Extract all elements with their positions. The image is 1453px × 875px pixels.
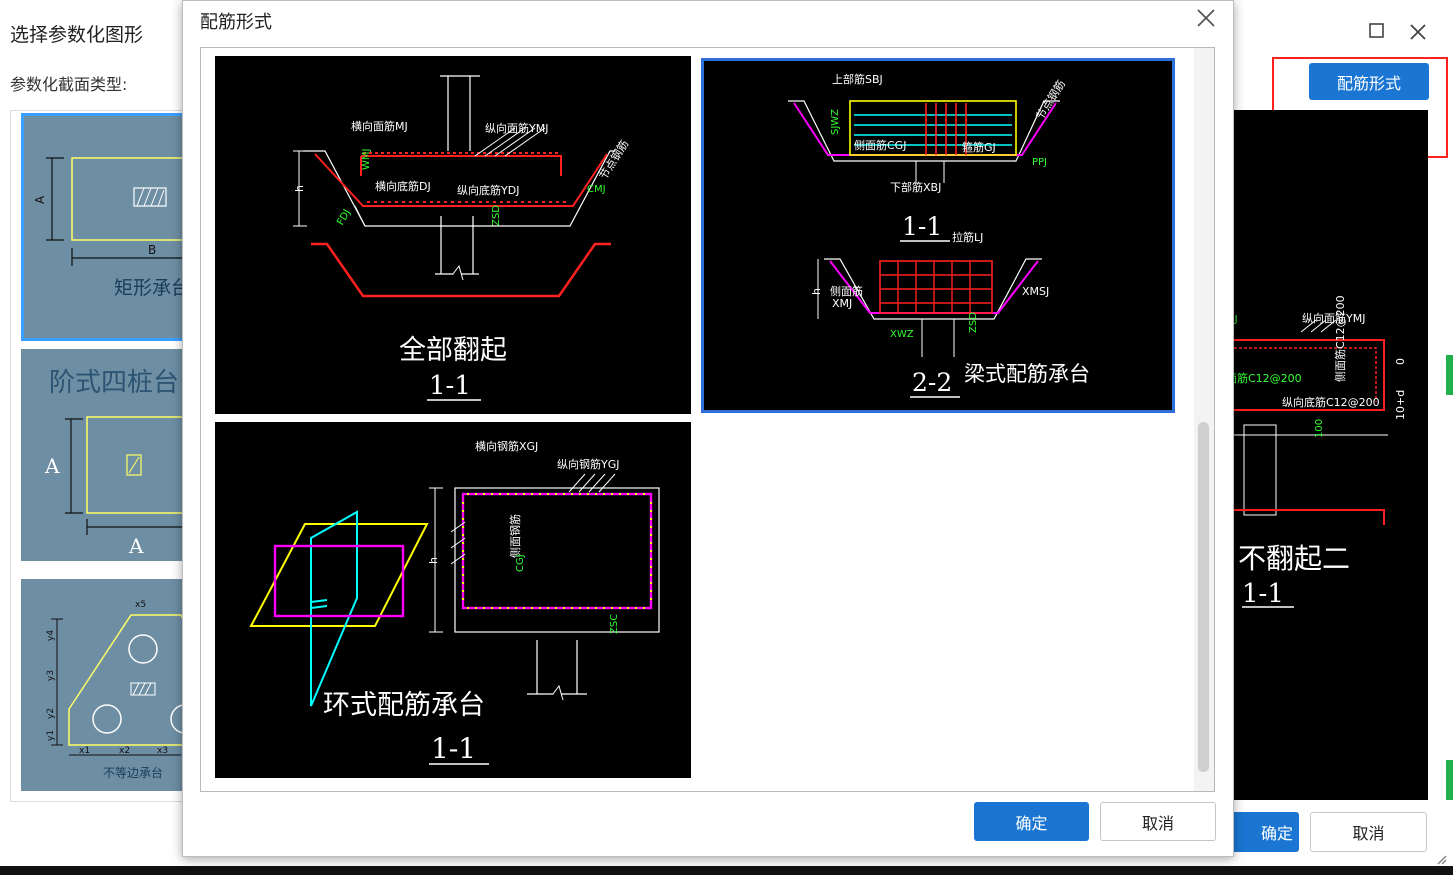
- thumbnail-rectangular-cap[interactable]: A B 矩形承台: [21, 113, 185, 341]
- green-edge-marker: [1446, 760, 1453, 800]
- dim-a-label: A: [33, 195, 47, 204]
- close-icon[interactable]: [1195, 7, 1217, 29]
- taskbar-strip: [0, 866, 1453, 875]
- label-top-bar: 上部筋SBJ: [832, 72, 883, 86]
- x1-label: x1: [79, 746, 90, 756]
- background-cancel-button[interactable]: 取消: [1310, 812, 1427, 852]
- preview-caption: 不翻起二: [1238, 542, 1350, 575]
- label-heng-di: 横向底筋DJ: [375, 179, 431, 193]
- label-ppj: PPJ: [1032, 157, 1047, 168]
- cancel-button[interactable]: 取消: [1100, 802, 1216, 841]
- preview-label-face: 面筋C12@200: [1226, 371, 1302, 385]
- dim-a-label: A: [44, 454, 60, 478]
- label-xmsj: XMSJ: [1022, 285, 1049, 298]
- option-caption: 全部翻起: [399, 335, 507, 366]
- y1-label: y1: [46, 730, 56, 741]
- dim-a-label-bottom: A: [128, 534, 144, 558]
- dim-b-label: B: [148, 243, 156, 257]
- x3-label: x3: [157, 746, 168, 756]
- close-icon[interactable]: [1406, 20, 1430, 44]
- preview-label-left: 100: [1314, 419, 1325, 438]
- label-zsc: ZSC: [609, 614, 620, 634]
- label-side-bar: 侧面筋CGJ: [854, 138, 906, 152]
- section-type-list[interactable]: A B 矩形承台 阶式四桩台 A A: [10, 110, 185, 802]
- preview-label-right-top: 0: [1394, 358, 1407, 365]
- green-edge-marker: [1446, 355, 1453, 395]
- option-section: 2-2: [912, 368, 952, 397]
- label-h: h: [427, 557, 440, 564]
- scrollbar-thumb[interactable]: [1198, 422, 1209, 772]
- section-type-label: 参数化截面类型:: [10, 75, 128, 94]
- preview-canvas: 纵向面筋YMJ MJ 面筋C12@200 纵向底筋C12@200 侧面筋C12@…: [1226, 110, 1428, 800]
- option-section: 1-1: [431, 732, 476, 765]
- label-zong-mian: 纵向面筋YMJ: [485, 121, 548, 135]
- label-cmj: CMJ: [587, 184, 606, 195]
- maximize-icon[interactable]: [1366, 20, 1388, 42]
- label-xmj: XMJ: [832, 297, 852, 310]
- thumbnail-stepped-four-pile-cap[interactable]: 阶式四桩台 A A: [21, 349, 184, 561]
- window-title: 选择参数化图形: [10, 24, 144, 46]
- option-caption: 梁式配筋承台: [964, 362, 1090, 386]
- options-panel: 横向面筋MJ 纵向面筋YMJ 横向底筋DJ 纵向底筋YDJ 节点钢筋 CMJ W…: [200, 47, 1215, 792]
- label-heng-gang: 横向钢筋XGJ: [475, 439, 538, 453]
- option-ring-type-cap[interactable]: 横向钢筋XGJ 纵向钢筋YGJ 侧面钢筋 CGJ h ZSC 环式配筋承台 1-…: [215, 422, 691, 778]
- label-jie-dian: 节点钢筋: [1033, 77, 1068, 122]
- label-fdj: FDJ: [335, 208, 353, 228]
- y3-label: y3: [46, 670, 56, 681]
- label-h: h: [810, 288, 823, 295]
- preview-label-bottom: 纵向底筋C12@200: [1282, 395, 1380, 409]
- dialog-title: 配筋形式: [200, 12, 272, 33]
- label-cgj: CGJ: [515, 554, 526, 572]
- all-bent-up-drawing: 横向面筋MJ 纵向面筋YMJ 横向底筋DJ 纵向底筋YDJ 节点钢筋 CMJ W…: [293, 75, 631, 401]
- thumbnail-label: 矩形承台: [114, 277, 185, 299]
- background-ok-button[interactable]: 确定: [1226, 812, 1299, 852]
- option-all-bent-up[interactable]: 横向面筋MJ 纵向面筋YMJ 横向底筋DJ 纵向底筋YDJ 节点钢筋 CMJ W…: [215, 56, 691, 414]
- stepped-cap-diagram: 阶式四桩台 A A: [44, 368, 184, 558]
- label-zong-gang: 纵向钢筋YGJ: [557, 457, 620, 471]
- rect-cap-diagram: A B 矩形承台: [33, 157, 185, 299]
- thumbnail-unequal-cap[interactable]: x1 x2 x3 x5 y4 y3 y2 y1 不等边承台: [21, 579, 184, 791]
- x5-label: x5: [135, 600, 146, 610]
- ok-button[interactable]: 确定: [974, 802, 1089, 841]
- label-ce-mian: 侧面钢筋: [508, 514, 522, 558]
- label-h: h: [293, 185, 306, 192]
- preview-label-side: 侧面筋C12@200: [1333, 295, 1347, 382]
- preview-label-right: 10+d: [1394, 390, 1407, 420]
- label-xwz: XWZ: [890, 329, 914, 340]
- reinforcement-form-button[interactable]: 配筋形式: [1309, 63, 1429, 100]
- x2-label: x2: [119, 746, 130, 756]
- label-heng-mian: 横向面筋MJ: [351, 119, 408, 133]
- label-jie-dian: 节点钢筋: [596, 137, 631, 182]
- option-caption: 环式配筋承台: [323, 690, 485, 721]
- ring-type-drawing: 横向钢筋XGJ 纵向钢筋YGJ 侧面钢筋 CGJ h ZSC 环式配筋承台 1-…: [249, 439, 660, 765]
- label-sjwz: SJWZ: [830, 109, 841, 135]
- label-stirrup: 箍筋GJ: [962, 140, 996, 154]
- reinforcement-form-dialog: 配筋形式 横: [182, 0, 1234, 857]
- thumbnail-label: 不等边承台: [103, 765, 163, 780]
- beam-type-drawing: 上部筋SBJ 侧面筋CGJ 箍筋GJ 下部筋XBJ PPJ 节点钢筋 SJWZ …: [788, 72, 1090, 398]
- y2-label: y2: [46, 708, 56, 719]
- option-beam-type-cap[interactable]: 上部筋SBJ 侧面筋CGJ 箍筋GJ 下部筋XBJ PPJ 节点钢筋 SJWZ …: [701, 58, 1175, 413]
- y4-label: y4: [46, 630, 56, 641]
- label-bottom-bar: 下部筋XBJ: [890, 180, 941, 194]
- label-xmj-side: 侧面筋: [830, 284, 863, 298]
- thumbnail-label: 阶式四桩台: [49, 368, 179, 398]
- vertical-scrollbar[interactable]: [1194, 48, 1214, 791]
- label-zong-di: 纵向底筋YDJ: [457, 183, 519, 197]
- resize-grip-icon[interactable]: [1434, 852, 1448, 866]
- label-zsd: ZSD: [491, 205, 502, 226]
- option-section: 1-1: [429, 371, 471, 401]
- unequal-cap-diagram: x1 x2 x3 x5 y4 y3 y2 y1 不等边承台: [46, 600, 184, 780]
- option-section-top: 1-1: [902, 212, 942, 241]
- preview-section: 1-1: [1242, 579, 1284, 609]
- preview-label-top: 纵向面筋YMJ: [1302, 311, 1365, 325]
- label-zsd: ZSD: [968, 312, 979, 333]
- label-wmj: WMJ: [361, 149, 372, 170]
- label-la-jin: 拉筋LJ: [952, 230, 983, 244]
